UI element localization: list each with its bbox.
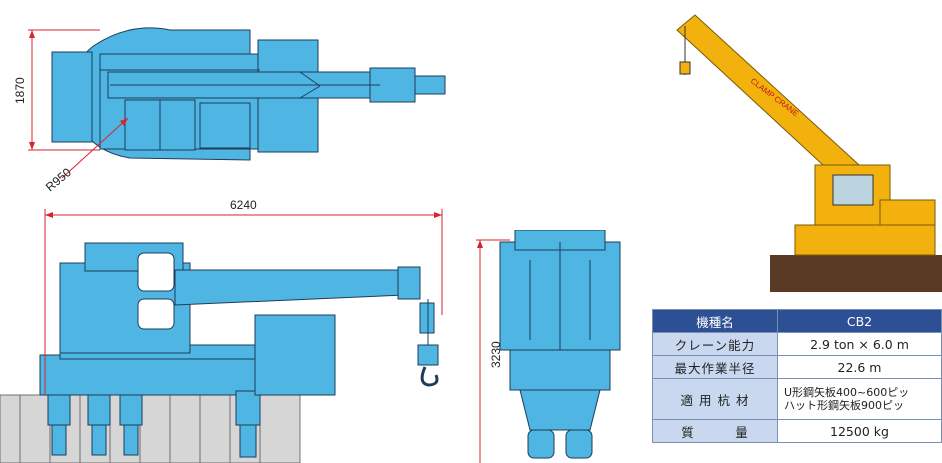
- front-clamp: [519, 389, 601, 431]
- spec-value-piles-line1: U形鋼矢板400~600ピッ: [784, 386, 910, 399]
- table-row: 質 量 12500 kg: [652, 419, 942, 443]
- spec-value-mass: 12500 kg: [777, 419, 942, 443]
- top-view-drawing: 1870 R950: [13, 27, 446, 194]
- side-chassis: [39, 354, 281, 396]
- spec-label-piles: 適 用 杭 材: [652, 378, 778, 420]
- top-hook-block: [414, 75, 446, 95]
- dim-radius-r950: R950: [43, 165, 74, 194]
- front-chassis: [509, 349, 611, 391]
- spec-label-mass: 質 量: [652, 419, 778, 443]
- side-hook: [420, 366, 439, 387]
- photo-sheet-piles: [770, 255, 942, 292]
- spec-table-header-row: 機種名 CB2: [652, 309, 942, 333]
- table-row: 最大作業半径 22.6 m: [652, 355, 942, 379]
- spec-header-label: 機種名: [652, 309, 778, 333]
- cab-window-lower: [137, 298, 175, 330]
- side-view-drawing: 6240: [0, 198, 443, 463]
- dim-width-1870: 1870: [13, 77, 27, 104]
- spec-value-piles-line2: ハット形鋼矢板900ピッ: [784, 399, 904, 412]
- side-boom: [174, 269, 406, 306]
- clamp-leg: [235, 390, 261, 426]
- front-view-drawing: 3230: [476, 230, 621, 463]
- spec-label-radius: 最大作業半径: [652, 355, 778, 379]
- spec-value-capacity: 2.9 ton × 6.0 m: [777, 332, 942, 356]
- spec-value-radius: 22.6 m: [777, 355, 942, 379]
- top-engine: [199, 102, 251, 149]
- clamp-leg: [87, 394, 111, 426]
- spec-value-piles: U形鋼矢板400~600ピッ ハット形鋼矢板900ピッ: [777, 378, 942, 420]
- spec-label-capacity: クレーン能力: [652, 332, 778, 356]
- top-counterweight: [51, 51, 93, 143]
- table-row: クレーン能力 2.9 ton × 6.0 m: [652, 332, 942, 356]
- clamp-leg: [47, 394, 71, 426]
- table-row: 適 用 杭 材 U形鋼矢板400~600ピッ ハット形鋼矢板900ピッ: [652, 378, 942, 420]
- dim-height-3230: 3230: [489, 341, 503, 368]
- side-engine-box: [254, 314, 336, 396]
- side-hook-block: [417, 344, 439, 366]
- crane-photo: CLAMP CRANE: [655, 0, 942, 292]
- clamp-leg: [119, 394, 143, 426]
- spec-header-value: CB2: [777, 309, 942, 333]
- spec-table: 機種名 CB2 クレーン能力 2.9 ton × 6.0 m 最大作業半径 22…: [652, 309, 942, 443]
- cab-window-upper: [137, 252, 175, 292]
- dim-length-6240: 6240: [230, 198, 257, 212]
